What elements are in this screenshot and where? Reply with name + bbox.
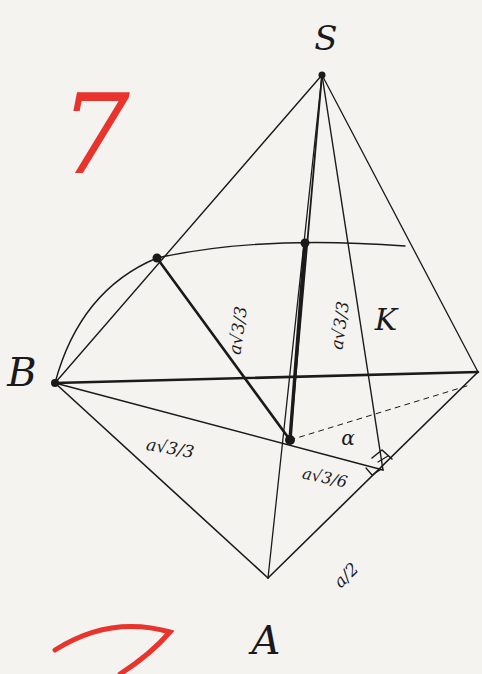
length-label: a√3/3 [145,435,196,460]
task-number: 7 [60,80,130,190]
length-label: a√3/3 [226,305,250,355]
vertex-label: B [7,352,36,392]
vertex-label: S [314,21,337,55]
point-label: K [375,305,397,335]
length-label: a√3/3 [328,300,352,350]
length-label: a√3/6 [301,465,349,490]
angle-label: α [341,428,355,448]
length-label: a/2 [331,560,362,591]
vertex-label: A [252,620,281,660]
